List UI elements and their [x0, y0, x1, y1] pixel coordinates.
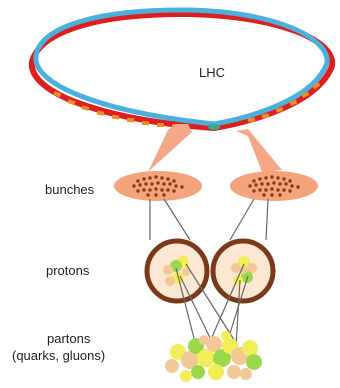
- parton-cluster-icon: [165, 331, 262, 382]
- right-bunch: [230, 171, 318, 201]
- left-bunch: [114, 171, 202, 201]
- partons-label: partons: [47, 331, 91, 346]
- proton-circle-icon: [147, 241, 273, 301]
- right-beam-cone: [236, 129, 282, 172]
- left-beam-cone: [148, 124, 192, 172]
- partons-sublabel: (quarks, gluons): [12, 348, 105, 363]
- protons-label: protons: [46, 263, 90, 278]
- bunch-to-proton-lines: [150, 199, 268, 240]
- ring-label: LHC: [199, 65, 225, 80]
- lhc-ring-icon: [32, 10, 332, 130]
- collision-point: [208, 124, 220, 130]
- red-beam-ring: [32, 14, 332, 128]
- bunch-cloud-icon: [114, 171, 318, 201]
- bunches-label: bunches: [45, 182, 95, 197]
